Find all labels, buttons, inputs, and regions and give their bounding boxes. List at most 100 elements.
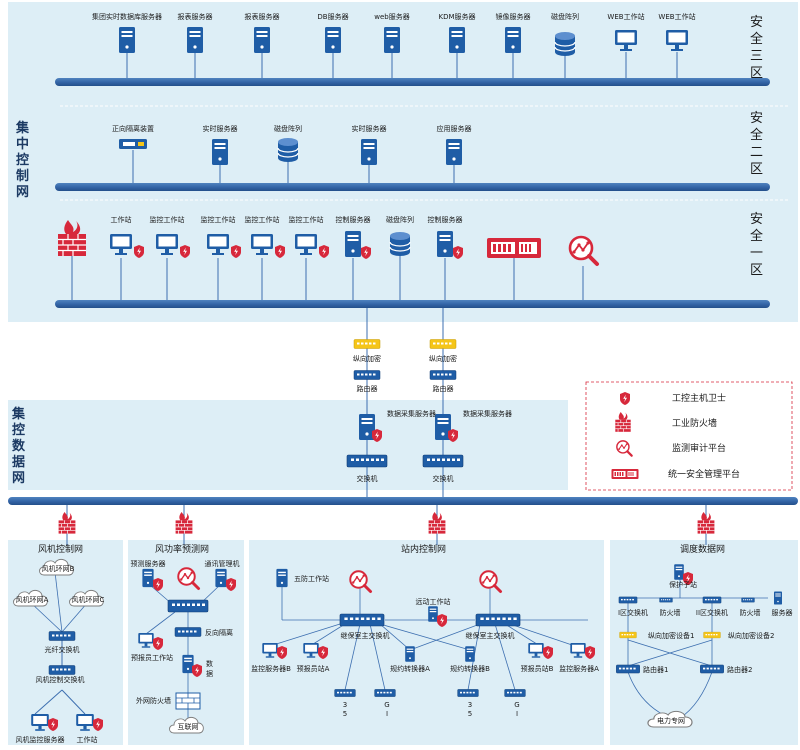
device-label: 监控工作站 [289, 215, 324, 224]
zone1-char: 安 [750, 212, 763, 227]
switch-icon [48, 665, 76, 675]
central-control-panel [8, 2, 798, 322]
server-icon [254, 27, 270, 53]
device-label: G [384, 701, 389, 709]
forecast-title: 风功率预测网 [155, 543, 209, 555]
server-icon [449, 27, 465, 53]
central-title-char: 集 [15, 120, 30, 136]
device-label: I [516, 710, 518, 718]
legend: 工控主机卫士 工业防火墙 监测审计平台 统一安全管理平台 [585, 381, 793, 491]
acquisition-panel [8, 400, 568, 490]
dispatch-title: 调度数据网 [680, 543, 725, 555]
router-icon [429, 370, 457, 380]
server-icon [437, 231, 453, 257]
wind-title: 风机控制网 [38, 543, 83, 555]
unified-security-platform-icon [487, 238, 541, 258]
acq-title-char: 网 [12, 471, 25, 486]
device-label: 5 [343, 710, 347, 718]
legend-label: 工控主机卫士 [672, 392, 726, 404]
main-bus [8, 497, 798, 505]
vertical-encryption-icon [429, 339, 457, 349]
device-label: II区交换机 [696, 608, 728, 617]
router-icon [615, 664, 641, 674]
device-label: 路由器 [433, 384, 454, 393]
zone1-char: 区 [750, 263, 763, 278]
central-title-char: 制 [16, 168, 29, 184]
router-icon [699, 664, 725, 674]
zone2-char: 安 [750, 111, 763, 126]
device-label: 报表服务器 [178, 12, 213, 21]
device-label: 报表服务器 [245, 12, 280, 21]
central-title-char: 控 [16, 152, 29, 168]
device-label: 工作站 [77, 735, 98, 744]
device-label: 实时服务器 [352, 124, 387, 133]
device-label: 通讯管理机 [205, 559, 240, 568]
device-label: 风机环网A [16, 595, 49, 604]
zone1-char: 一 [750, 246, 763, 261]
zone3-char: 安 [750, 15, 763, 30]
server-icon [325, 27, 341, 53]
switch-icon [475, 613, 521, 627]
device-label: 数据采集服务器 [463, 409, 512, 418]
device-label: 风机控制交换机 [36, 675, 85, 684]
firewall-icon [175, 692, 201, 710]
wind-network: 风机环网B 风机环网A 风机环网C 光纤交换机 风机控制交换机 风机监控服务器 … [13, 558, 105, 744]
device-label: 交换机 [433, 474, 454, 483]
device-label: 反向隔离 [205, 628, 233, 637]
acq-title-char: 据 [12, 454, 25, 470]
zone3-char: 区 [750, 66, 763, 81]
zone3-char: 全 [750, 31, 763, 47]
device-label: 路由器1 [643, 665, 668, 674]
device-label: 工作站 [111, 215, 132, 224]
server-icon [345, 231, 361, 257]
device-label: WEB工作站 [607, 12, 644, 21]
vertical-encryption-icon [703, 631, 721, 639]
device-label: 风机环网C [72, 595, 105, 604]
switch-icon [339, 613, 385, 627]
device-label: 监控工作站 [150, 215, 185, 224]
firewall-icon [659, 597, 673, 603]
device-label: 风机环网B [42, 564, 75, 573]
device-label: 磁盘阵列 [551, 12, 579, 21]
device-label: 防火墙 [660, 608, 681, 617]
zone3-char: 三 [750, 49, 763, 64]
device-label: 光纤交换机 [45, 645, 80, 654]
server-icon [674, 564, 684, 580]
device-label: 数 [206, 659, 213, 668]
legend-label: 统一安全管理平台 [668, 468, 740, 480]
server-icon [428, 606, 438, 622]
device-label: 路由器 [357, 384, 378, 393]
device-label: 据 [206, 669, 213, 678]
device-label: 规约转换器B [450, 664, 490, 673]
server-icon [187, 27, 203, 53]
device-label: 应用服务器 [437, 124, 472, 133]
device-label: 路由器2 [727, 665, 752, 674]
switch-icon [48, 631, 76, 641]
device-label: 控制服务器 [336, 215, 371, 224]
device-label: 交换机 [357, 474, 378, 483]
legend-label: 工业防火墙 [672, 417, 717, 429]
device-label: KDM服务器 [438, 12, 475, 21]
device-label: I [386, 710, 388, 718]
server-icon [142, 568, 154, 588]
zone1-char: 全 [750, 228, 763, 244]
zone2-char: 全 [750, 127, 763, 143]
device-label: G [514, 701, 519, 709]
device-label: 继保室主交换机 [466, 631, 515, 640]
device-label: 5 [468, 710, 472, 718]
forecast-network: 预测服务器 通讯管理机 预报员工作站 反向隔离 数 据 外网防火墙 互联网 [131, 559, 240, 734]
device-label: 3 [468, 701, 472, 709]
switch-icon [334, 688, 356, 697]
device-label: 保护子站 [669, 580, 697, 589]
device-label: 实时服务器 [203, 124, 238, 133]
device-label: 监控服务器B [251, 664, 291, 673]
device-label: 服务器 [772, 608, 793, 617]
zone2-char: 二 [750, 145, 763, 160]
device-label: 磁盘阵列 [386, 215, 414, 224]
zone2-bus [55, 183, 770, 191]
switch-icon [422, 454, 464, 468]
device-label: 镜像服务器 [496, 12, 531, 21]
switch-icon [346, 454, 388, 468]
